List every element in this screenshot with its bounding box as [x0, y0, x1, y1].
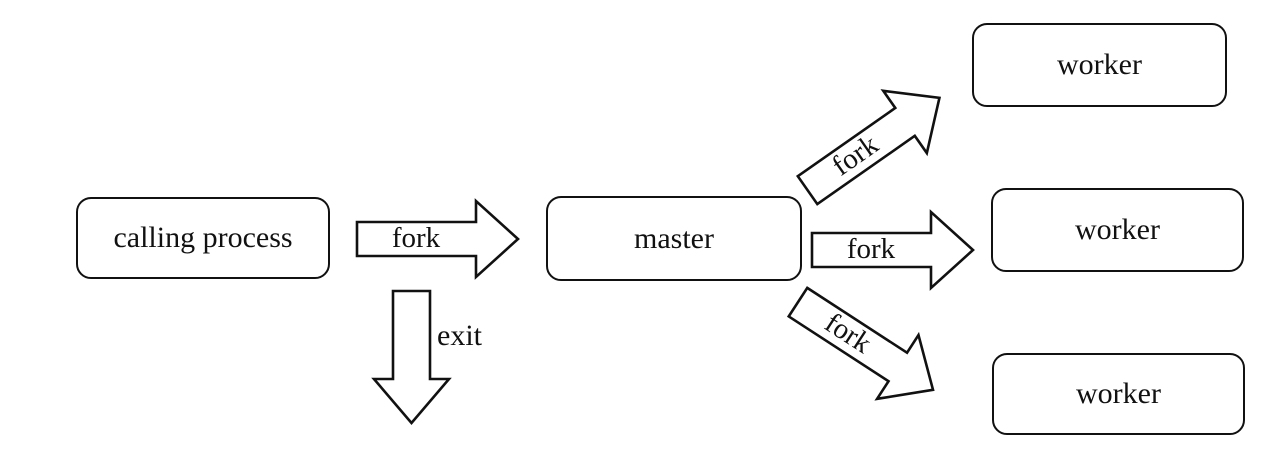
arrow-fork-calling-to-master: fork — [355, 198, 520, 280]
arrow-fork-master-to-worker-top: fork — [783, 64, 964, 224]
node-worker-top: worker — [972, 23, 1227, 107]
arrow-fork-master-to-worker-bottom: fork — [775, 268, 957, 425]
node-worker-bottom: worker — [992, 353, 1245, 435]
fork-label: fork — [391, 221, 441, 254]
exit-label: exit — [437, 319, 482, 352]
right-block-arrow-icon — [355, 198, 520, 280]
right-block-arrow-icon — [795, 89, 942, 206]
node-worker-middle: worker — [991, 188, 1244, 272]
worker-top-label: worker — [1057, 48, 1142, 81]
master-label: master — [634, 221, 714, 255]
arrow-exit — [371, 289, 452, 426]
arrow-fork-master-to-worker-middle: fork — [810, 209, 975, 291]
worker-middle-label: worker — [1075, 213, 1160, 246]
worker-bottom-label: worker — [1076, 377, 1161, 410]
node-calling-process: calling process — [76, 197, 330, 279]
calling-process-label: calling process — [113, 221, 293, 254]
right-block-arrow-icon — [810, 209, 975, 291]
down-block-arrow-icon — [371, 289, 452, 426]
node-master: master — [546, 196, 802, 281]
right-block-arrow-icon — [786, 286, 935, 401]
fork-label: fork — [846, 232, 896, 265]
